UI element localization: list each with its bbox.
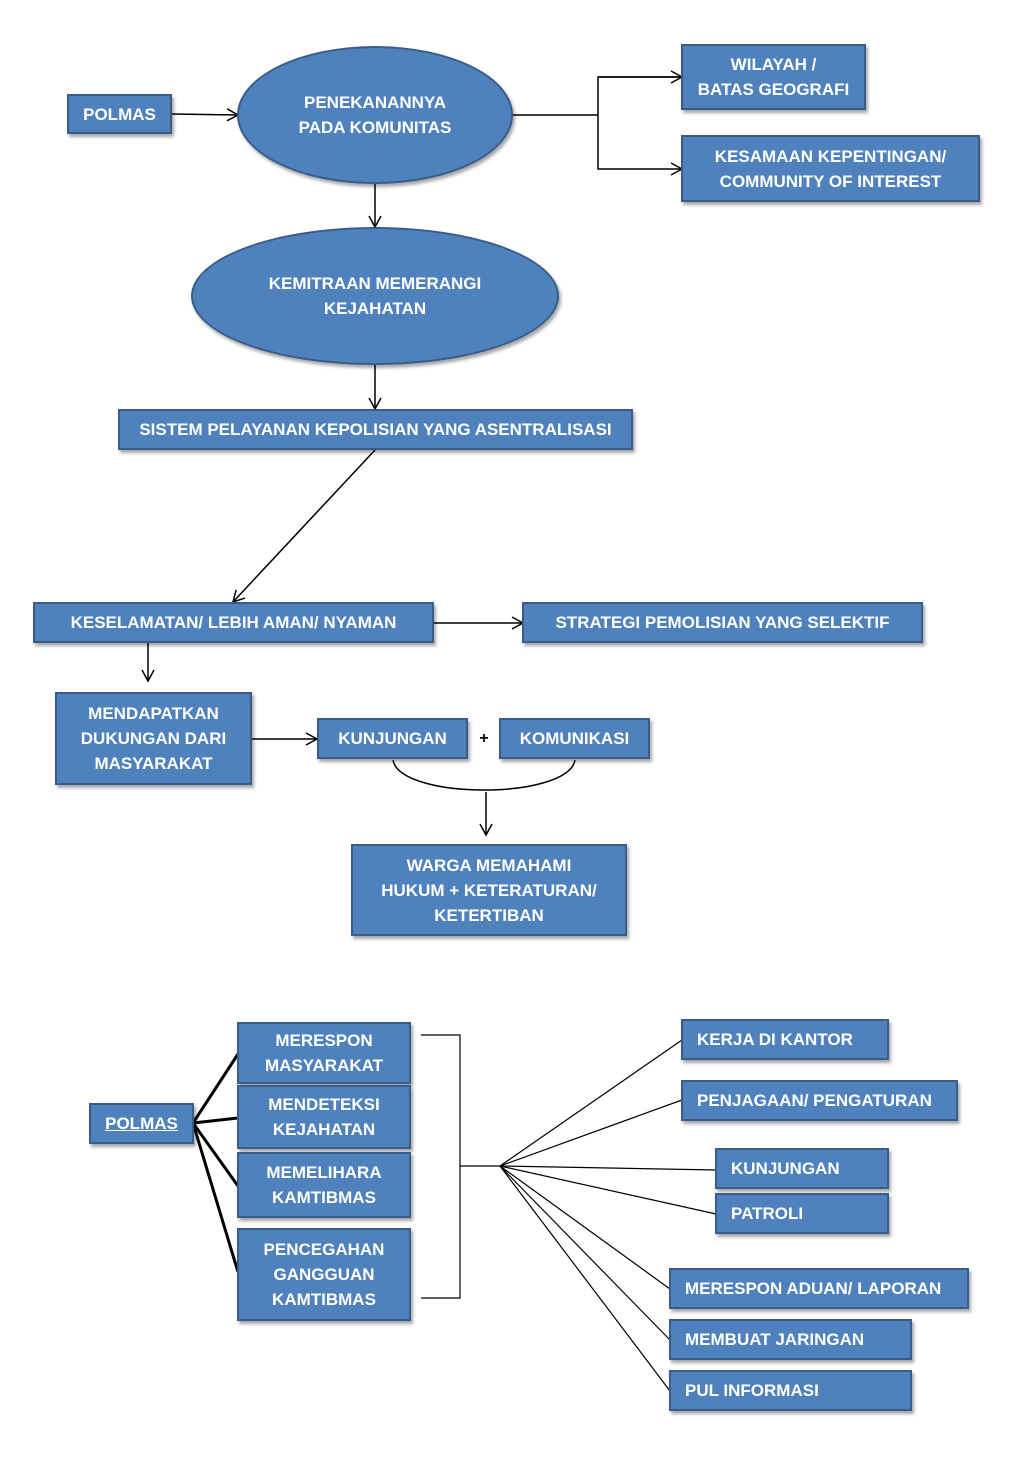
activity-merespon-aduan: MERESPON ADUAN/ LAPORAN [669, 1268, 969, 1309]
arrow-polmas-to-penekanan [171, 108, 240, 122]
pencegahan-box: PENCEGAHAN GANGGUAN KAMTIBMAS [237, 1228, 411, 1321]
mendapatkan-box: MENDAPATKAN DUKUNGAN DARI MASYARAKAT [55, 692, 252, 785]
fan-connectors [421, 1034, 717, 1392]
connector-penekanan-branch [512, 76, 682, 169]
kunjungan-box: KUNJUNGAN [317, 718, 468, 759]
polmas-box-2: POLMAS [89, 1103, 194, 1144]
thick-connectors-polmas [191, 1053, 240, 1273]
plus-sign: + [479, 730, 489, 747]
warga-box: WARGA MEMAHAMI HUKUM + KETERATURAN/ KETE… [351, 844, 627, 936]
wilayah-box: WILAYAH / BATAS GEOGRAFI [681, 44, 866, 110]
curve-kunjungan-komunikasi [392, 759, 576, 791]
polmas-label-2: POLMAS [105, 1114, 178, 1133]
activity-kerja-di-kantor: KERJA DI KANTOR [681, 1019, 889, 1060]
activity-pul-informasi: PUL INFORMASI [669, 1370, 912, 1411]
activity-penjagaan: PENJAGAAN/ PENGATURAN [681, 1080, 958, 1121]
merespon-box: MERESPON MASYARAKAT [237, 1022, 411, 1084]
komunikasi-box: KOMUNIKASI [499, 718, 650, 759]
strategi-box: STRATEGI PEMOLISIAN YANG SELEKTIF [522, 602, 923, 643]
keselamatan-box: KESELAMATAN/ LEBIH AMAN/ NYAMAN [33, 602, 434, 643]
kesamaan-box: KESAMAAN KEPENTINGAN/ COMMUNITY OF INTER… [681, 135, 980, 202]
activity-patroli: PATROLI [715, 1193, 889, 1234]
mendeteksi-box: MENDETEKSI KEJAHATAN [237, 1085, 411, 1149]
sistem-box: SISTEM PELAYANAN KEPOLISIAN YANG ASENTRA… [118, 409, 633, 450]
memelihara-box: MEMELIHARA KAMTIBMAS [237, 1152, 411, 1218]
polmas-box: POLMAS [67, 94, 172, 134]
activity-membuat-jaringan: MEMBUAT JARINGAN [669, 1319, 912, 1360]
penekanan-ellipse: PENEKANANNYA PADA KOMUNITAS [237, 46, 513, 184]
activity-kunjungan: KUNJUNGAN [715, 1148, 889, 1189]
arrow-sistem-to-keselamatan [231, 449, 376, 604]
kemitraan-ellipse: KEMITRAAN MEMERANGI KEJAHATAN [191, 227, 559, 365]
